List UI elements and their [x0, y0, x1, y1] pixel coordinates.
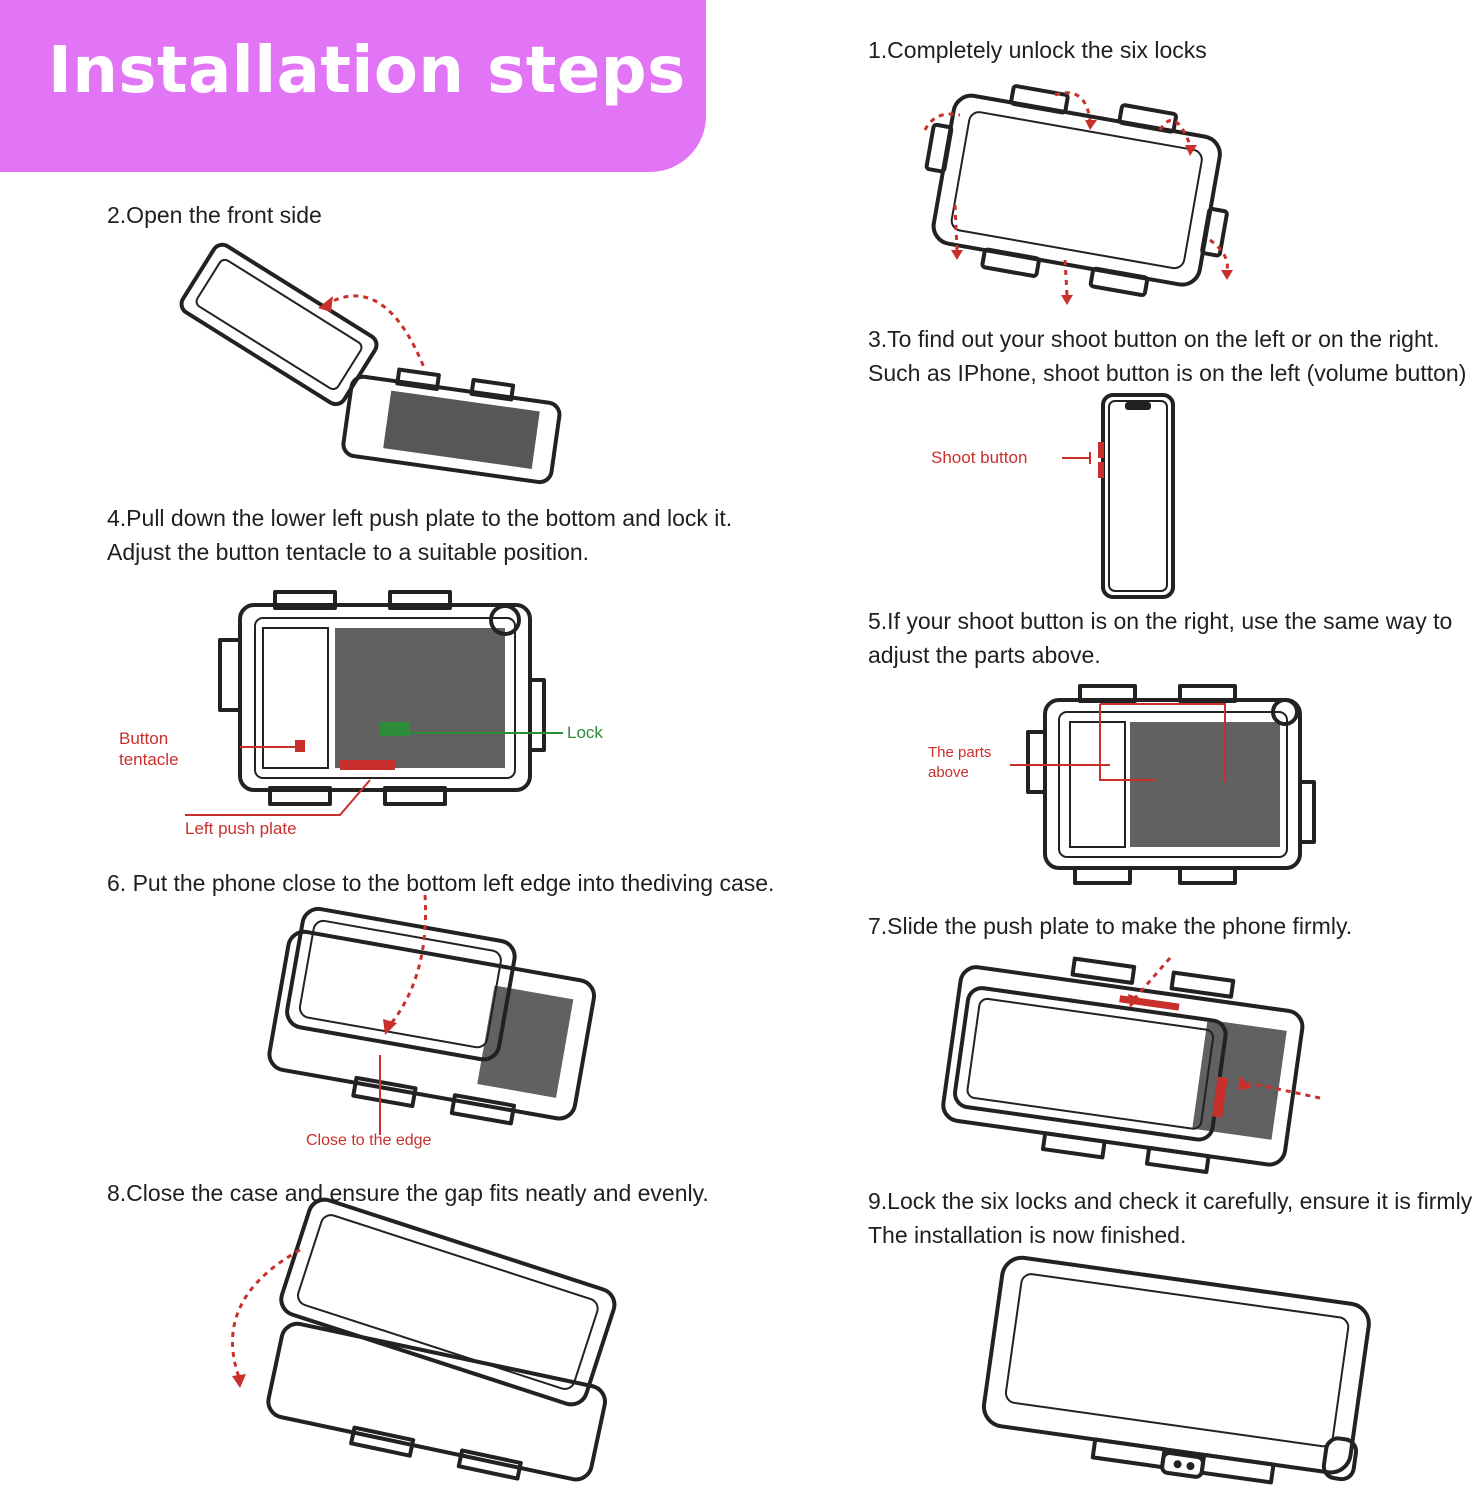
- step-4-leader-lines: [185, 725, 565, 825]
- step-1-text: 1.Completely unlock the six locks: [868, 33, 1207, 67]
- page-title: Installation steps: [48, 34, 686, 108]
- step-4-text: 4.Pull down the lower left push plate to…: [107, 501, 732, 569]
- step-5-illustration: [1025, 682, 1316, 897]
- button-tentacle-callout-line-2: tentacle: [119, 750, 179, 769]
- parts-above-callout-line-2: above: [928, 764, 969, 781]
- step-4-line-2: Adjust the button tentacle to a suitable…: [107, 539, 590, 565]
- parts-above-callout: The parts above: [928, 743, 991, 783]
- step-6-line-1: 6. Put the phone close to the bottom lef…: [107, 870, 775, 896]
- step-3-text: 3.To find out your shoot button on the l…: [868, 322, 1466, 390]
- step-3-line-1: 3.To find out your shoot button on the l…: [868, 326, 1440, 352]
- step-1-illustration: [905, 84, 1240, 310]
- left-push-plate-callout: Left push plate: [185, 819, 297, 838]
- step-3-line-2: Such as IPhone, shoot button is on the l…: [868, 360, 1467, 386]
- step-8-line-1: 8.Close the case and ensure the gap fits…: [107, 1180, 709, 1206]
- step-3-illustration: [1095, 392, 1180, 602]
- step-9-illustration: [975, 1255, 1375, 1500]
- shoot-button-leader-line: [1062, 448, 1102, 468]
- step-4-line-1: 4.Pull down the lower left push plate to…: [107, 505, 733, 531]
- step-9-line-2: The installation is now finished.: [868, 1222, 1187, 1248]
- button-tentacle-callout-line-1: Button: [119, 729, 169, 748]
- step-8-text: 8.Close the case and ensure the gap fits…: [107, 1176, 709, 1210]
- close-to-edge-callout: Close to the edge: [306, 1132, 432, 1149]
- shoot-button-callout: Shoot button: [931, 448, 1028, 467]
- step-5-line-1: 5.If your shoot button is on the right, …: [868, 608, 1453, 634]
- step-9-line-1: 9.Lock the six locks and check it carefu…: [868, 1188, 1472, 1214]
- step-9-text: 9.Lock the six locks and check it carefu…: [868, 1184, 1472, 1252]
- header-banner: Installation steps: [0, 0, 706, 172]
- step-4-illustration: [215, 590, 546, 820]
- step-2-line-1: 2.Open the front side: [107, 202, 322, 228]
- step-5-line-2: adjust the parts above.: [868, 642, 1101, 668]
- button-tentacle-callout: Button tentacle: [119, 728, 179, 770]
- step-2-text: 2.Open the front side: [107, 198, 322, 232]
- step-2-illustration: [175, 240, 565, 495]
- step-8-illustration: [210, 1197, 620, 1490]
- parts-above-callout-line-1: The parts: [928, 744, 992, 761]
- step-7-line-1: 7.Slide the push plate to make the phone…: [868, 913, 1353, 939]
- step-7-illustration: [930, 956, 1325, 1178]
- step-6-text: 6. Put the phone close to the bottom lef…: [107, 866, 774, 900]
- lock-callout: Lock: [567, 723, 603, 742]
- step-1-line-1: 1.Completely unlock the six locks: [868, 37, 1207, 63]
- parts-above-leader-line: [1010, 760, 1110, 770]
- step-7-text: 7.Slide the push plate to make the phone…: [868, 909, 1352, 943]
- step-6-illustration: [255, 894, 605, 1150]
- step-5-text: 5.If your shoot button is on the right, …: [868, 604, 1452, 672]
